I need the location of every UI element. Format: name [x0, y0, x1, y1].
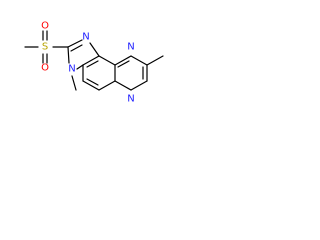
bond-ring-carbon-to-fusion-carbon-inner: [117, 60, 130, 68]
atom-n-imidazole-top: N: [82, 32, 89, 43]
bond-imidazole-2-inner: [70, 44, 83, 52]
atom-sulfur: S: [42, 42, 48, 53]
bond-benzene-1: [98, 55, 116, 66]
bond-imidazole-n-methyl: [71, 75, 77, 91]
bond-imidazole-4: [76, 64, 84, 70]
atom-oxygen-top: O: [41, 21, 49, 32]
bonds: [24, 30, 164, 91]
bond-benzene-4-inner: [86, 78, 99, 86]
bond-imidazole-1: [89, 42, 100, 57]
atom-oxygen-bottom: O: [41, 63, 49, 74]
atom-n-imidazole-methyl: N: [68, 64, 75, 75]
bond-benzene-5: [98, 80, 116, 91]
bond-ring-carbon-to-fusion-carbon: [114, 55, 132, 66]
bond-benzene-2-inner: [86, 60, 99, 68]
atom-n-pyrazine-top: N: [127, 42, 134, 53]
bond-imidazole-2: [67, 39, 83, 48]
bond-pyrazine-methyl: [146, 55, 164, 66]
bond-fusion-carbon-to-n-pyrazine-bottom: [114, 80, 132, 91]
chemical-structure: N N N N S O O: [24, 21, 164, 105]
bond-benzene-2: [82, 55, 100, 66]
bond-imidazole-3: [67, 46, 70, 64]
atom-n-pyrazine-bottom: N: [127, 94, 134, 105]
bond-n-pyrazine-top-to-ring-carbon: [130, 55, 148, 66]
atom-labels: N N N N S O O: [41, 21, 135, 105]
bond-benzene-4: [82, 80, 100, 91]
bond-n-pyrazine-bottom-to-carbon: [130, 80, 148, 91]
